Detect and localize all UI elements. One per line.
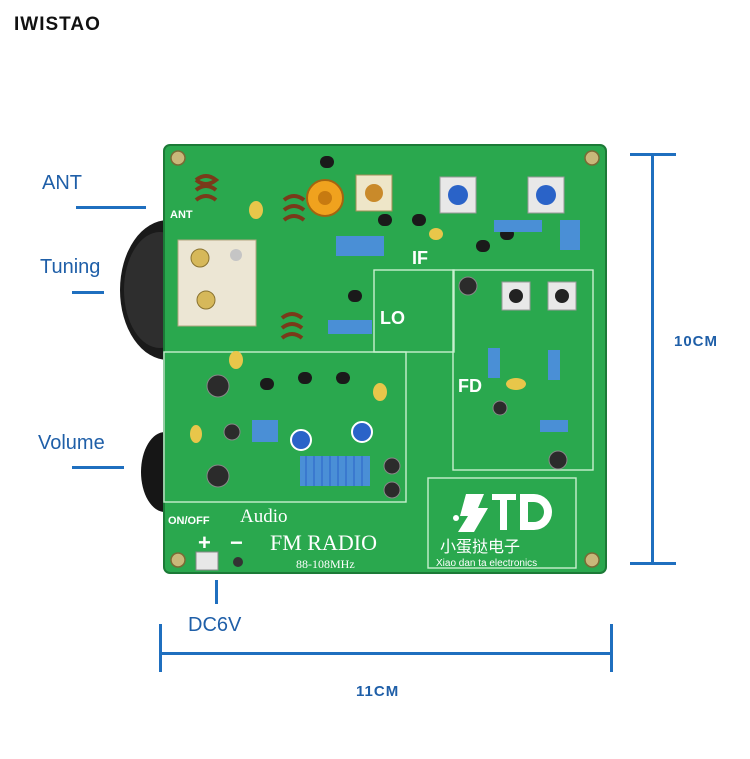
volume-pointer bbox=[72, 466, 124, 469]
width-dimension-line bbox=[160, 652, 612, 655]
silk-plus: + bbox=[198, 530, 211, 555]
height-dimension-text: 10CM bbox=[674, 333, 719, 350]
silk-if: IF bbox=[412, 248, 428, 268]
width-dim-cap-right bbox=[610, 624, 613, 672]
lo-trimmer bbox=[355, 174, 393, 212]
silk-fd: FD bbox=[458, 376, 482, 396]
height-dimension-line bbox=[651, 154, 654, 564]
tuning-label: Tuning bbox=[40, 256, 101, 278]
height-dim-cap-bottom bbox=[630, 562, 676, 565]
tuning-capacitor bbox=[177, 239, 257, 327]
if-transformer-2 bbox=[527, 176, 565, 214]
fd-section-outline bbox=[452, 269, 594, 471]
silk-title: FM RADIO bbox=[270, 530, 377, 555]
silk-ant: ANT bbox=[170, 209, 193, 221]
logo-english-text: Xiao dan ta electronics bbox=[436, 558, 537, 569]
width-dim-cap-left bbox=[159, 624, 162, 672]
tuning-pointer bbox=[72, 291, 104, 294]
logo-chinese-text: 小蛋挞电子 bbox=[440, 537, 520, 556]
dc-pointer bbox=[215, 580, 218, 604]
logo-box bbox=[427, 477, 577, 569]
brand-logo: IWISTAO bbox=[14, 14, 101, 35]
volume-label: Volume bbox=[38, 432, 105, 454]
dc-label: DC6V bbox=[188, 614, 242, 636]
ant-label: ANT bbox=[42, 172, 82, 194]
silk-onoff: ON/OFF bbox=[168, 515, 210, 527]
height-dim-cap-top bbox=[630, 153, 676, 156]
silk-minus: − bbox=[230, 530, 243, 555]
if-transformer-1 bbox=[439, 176, 477, 214]
xtd-logo bbox=[453, 494, 552, 532]
silk-band: 88-108MHz bbox=[296, 557, 355, 571]
ant-pointer bbox=[76, 206, 146, 209]
dc-connector bbox=[195, 551, 219, 571]
pcb-board bbox=[164, 145, 606, 573]
silk-lo: LO bbox=[380, 308, 405, 328]
silk-audio: Audio bbox=[240, 506, 288, 527]
audio-section-outline bbox=[163, 351, 407, 503]
width-dimension-text: 11CM bbox=[356, 683, 400, 700]
